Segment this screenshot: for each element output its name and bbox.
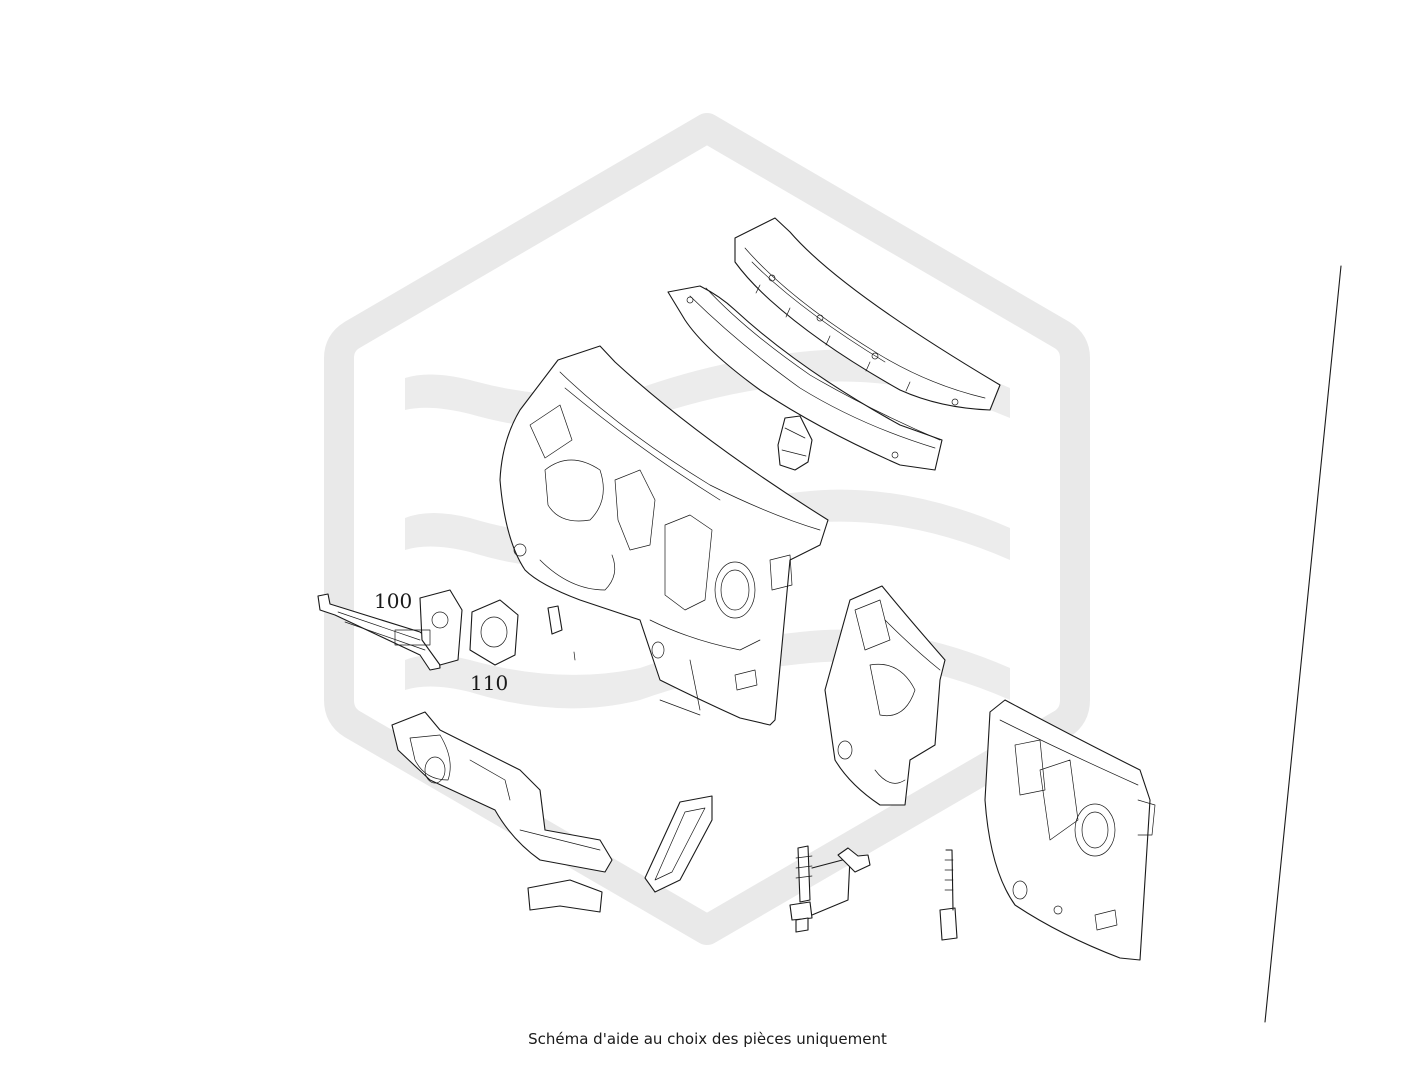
part-left-side-panel — [391, 711, 613, 913]
label-part-110: 110 — [470, 671, 508, 695]
part-100-assembly — [317, 589, 463, 671]
part-firewall-bulkhead — [499, 345, 829, 726]
part-seal-strip — [644, 795, 713, 893]
part-windshield-cowl-panel — [667, 285, 943, 471]
part-upper-cowl — [734, 217, 1001, 411]
diagram-caption: Schéma d'aide au choix des pièces unique… — [528, 1030, 887, 1048]
part-firewall-bulkhead-alt-view — [984, 699, 1156, 961]
part-110-gasket — [469, 599, 576, 666]
part-fasteners-and-wrench — [789, 845, 958, 941]
label-part-100: 100 — [374, 589, 412, 613]
part-right-side-panel — [824, 585, 946, 806]
vertical-divider-line — [1264, 265, 1342, 1023]
